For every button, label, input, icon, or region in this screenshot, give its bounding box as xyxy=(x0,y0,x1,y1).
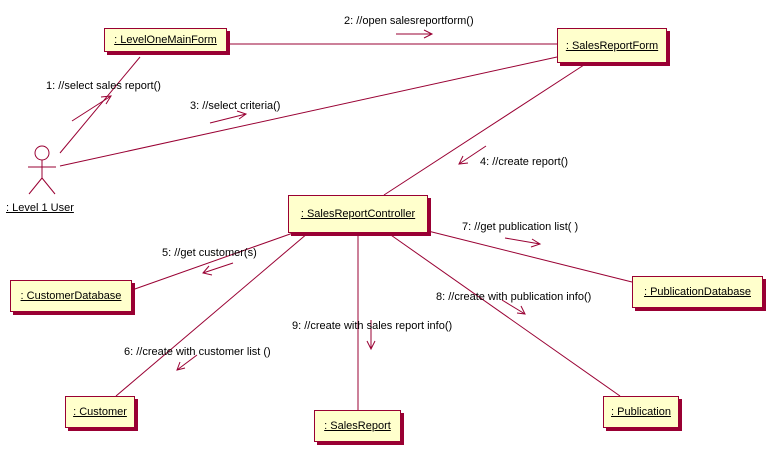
message-6-label: 6: //create with customer list () xyxy=(124,346,271,358)
arrow-msg-3 xyxy=(209,110,248,124)
object-sales-report-controller[interactable]: : SalesReportController xyxy=(288,195,428,233)
message-7-label: 7: //get publication list( ) xyxy=(462,221,579,233)
object-publication[interactable]: : Publication xyxy=(603,396,679,428)
link-controller-publication xyxy=(387,232,621,397)
arrow-msg-2 xyxy=(396,29,434,39)
message-5-label: 5: //get customer(s) xyxy=(162,247,257,259)
actor-stick-figure-icon xyxy=(28,145,56,195)
object-level-one-main-form[interactable]: : LevelOneMainForm xyxy=(104,28,227,52)
actor-label: : Level 1 User xyxy=(6,202,74,214)
arrow-msg-9 xyxy=(366,320,376,351)
message-8-label: 8: //create with publication info() xyxy=(436,291,592,303)
arrow-msg-1 xyxy=(71,95,112,122)
link-user-salesreportform xyxy=(59,56,558,167)
object-sales-report-form[interactable]: : SalesReportForm xyxy=(557,28,667,63)
message-1-label: 1: //select sales report() xyxy=(46,80,161,92)
object-sales-report[interactable]: : SalesReport xyxy=(314,410,401,442)
arrow-msg-8 xyxy=(501,299,526,315)
arrow-msg-6 xyxy=(176,354,198,371)
link-controller-customer xyxy=(115,232,309,397)
arrow-msg-4 xyxy=(458,145,487,165)
message-9-label: 9: //create with sales report info() xyxy=(292,320,453,332)
arrow-msg-7 xyxy=(504,237,542,248)
message-4-label: 4: //create report() xyxy=(480,156,569,168)
arrow-msg-5 xyxy=(202,262,234,276)
message-2-label: 2: //open salesreportform() xyxy=(344,15,474,27)
object-customer[interactable]: : Customer xyxy=(65,396,135,428)
object-publication-database[interactable]: : PublicationDatabase xyxy=(632,276,763,308)
link-user-mainform xyxy=(59,56,141,154)
link-controller-publicationdb xyxy=(427,230,633,283)
link-salesreportform-controller xyxy=(383,62,588,196)
object-customer-database[interactable]: : CustomerDatabase xyxy=(10,280,132,312)
message-3-label: 3: //select criteria() xyxy=(190,100,281,112)
link-controller-customerdb xyxy=(131,232,294,291)
